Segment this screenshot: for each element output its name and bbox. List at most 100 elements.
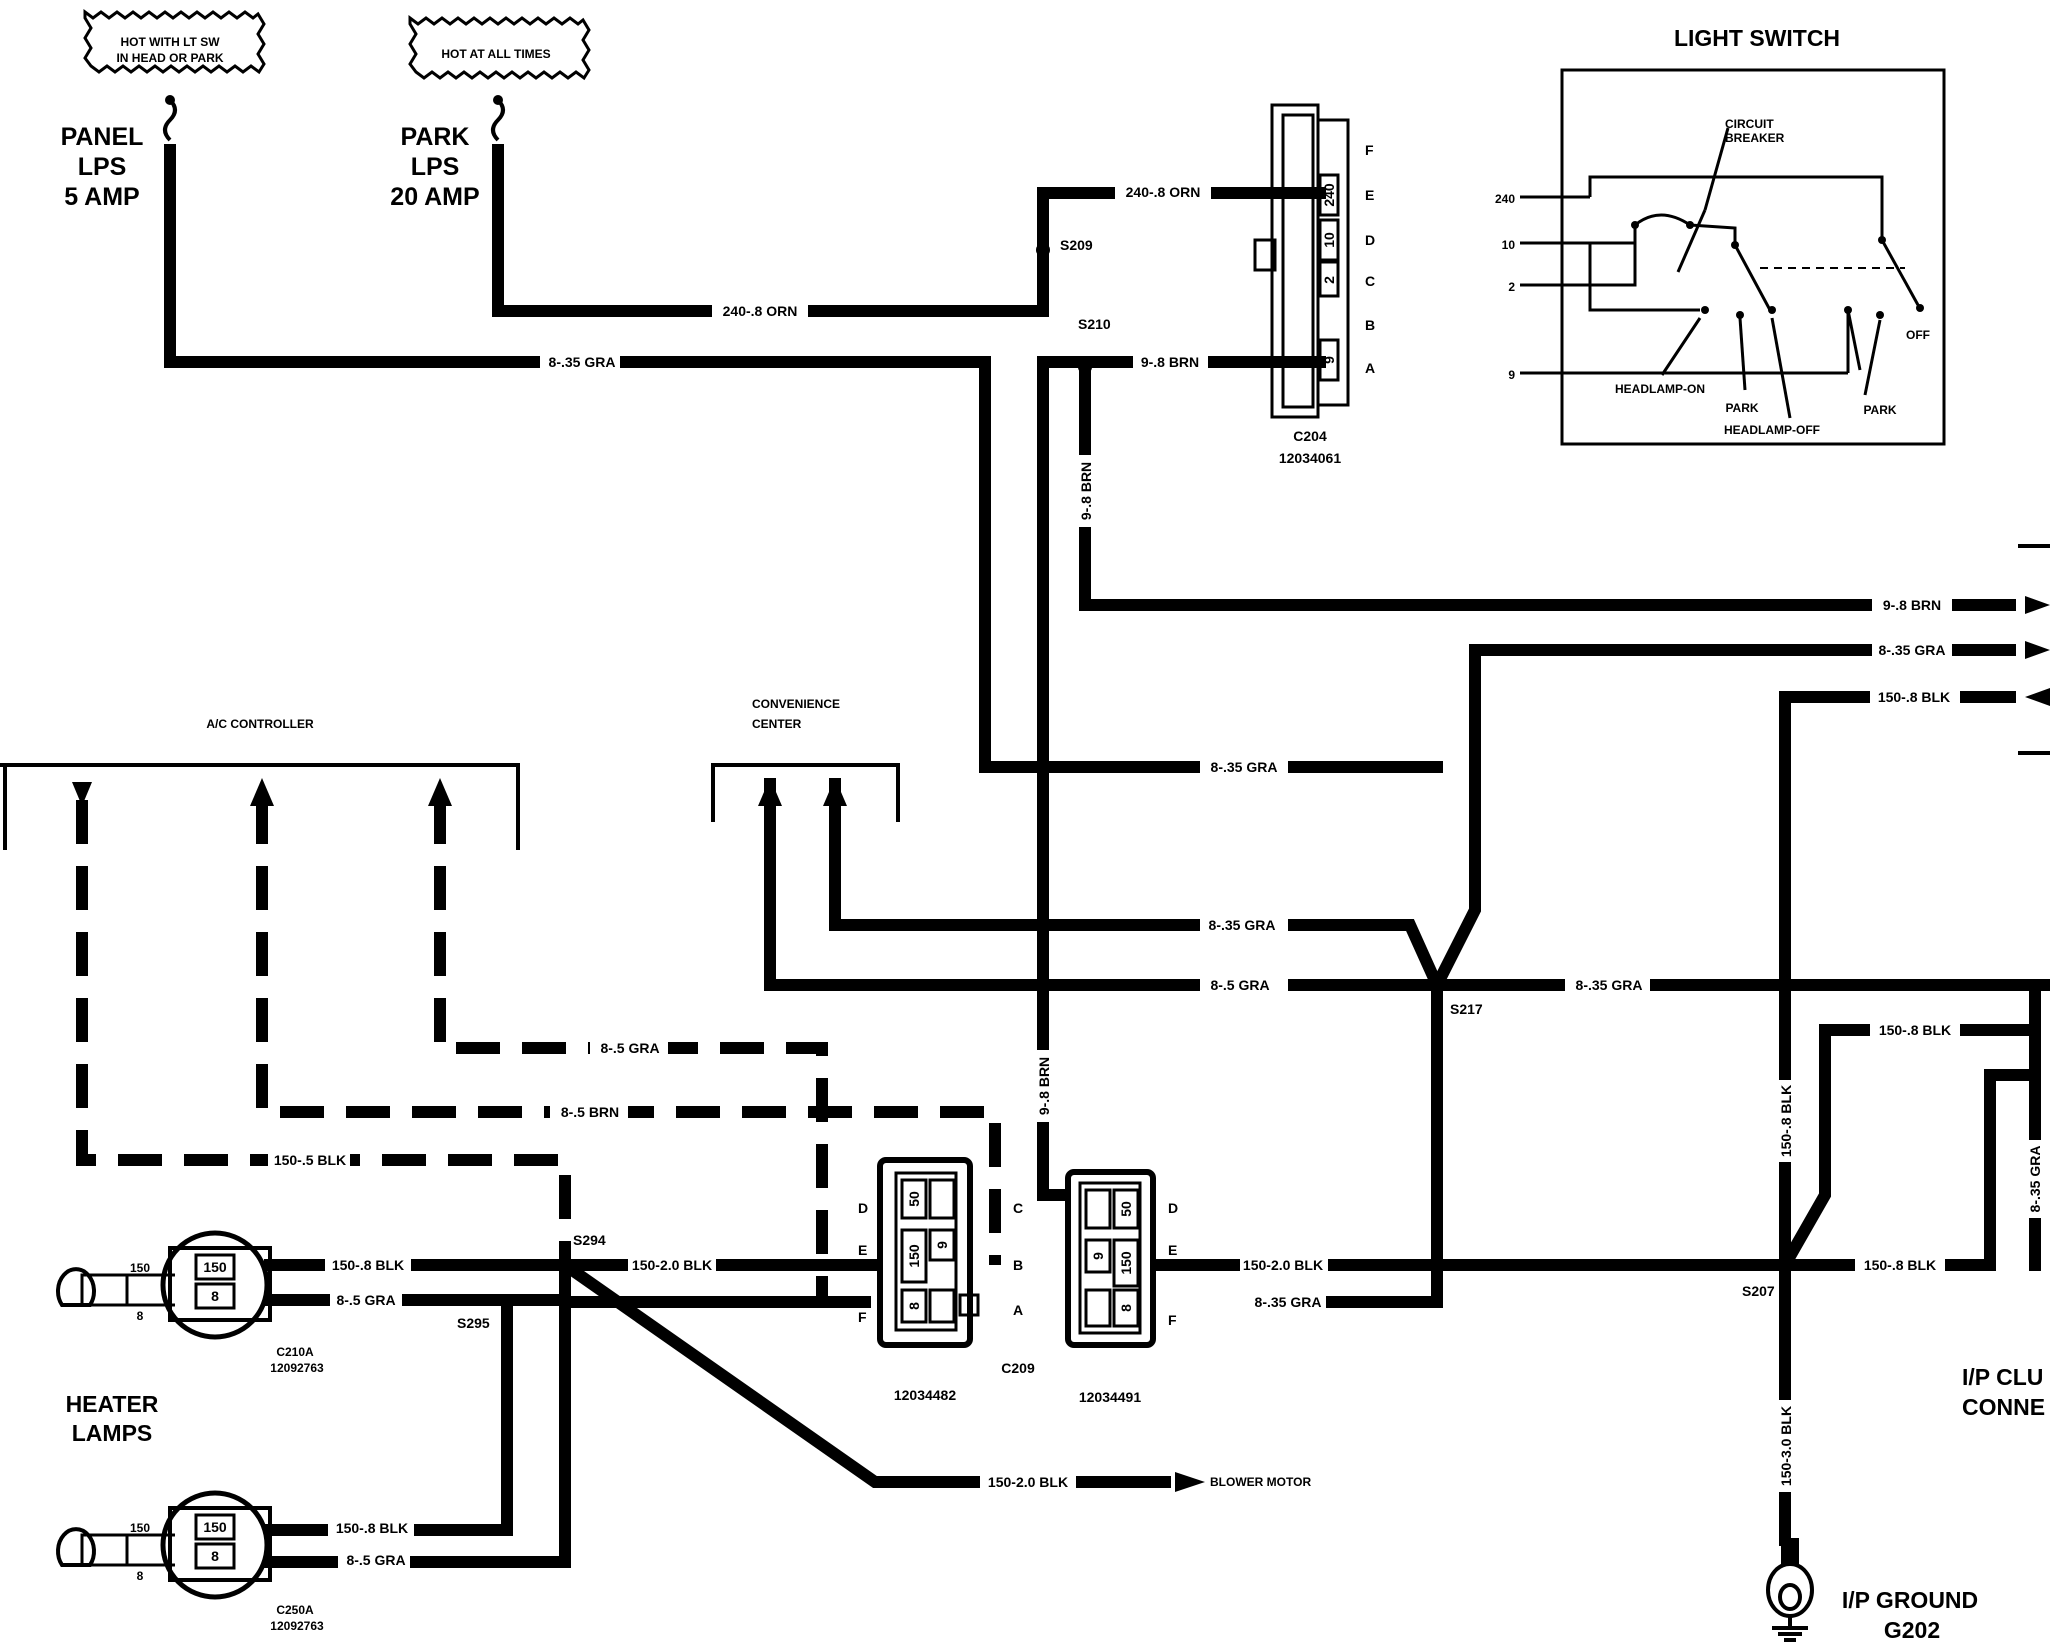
label-blk-vert: 150-.8 BLK xyxy=(1778,1085,1794,1157)
c209l-cavity-50: 50 xyxy=(906,1191,922,1207)
wire-labels: 240-.8 ORN 240-.8 ORN 8-.35 GRA 9-.8 BRN… xyxy=(268,182,2046,1570)
c204-pin-e: E xyxy=(1365,187,1374,203)
label-brn-c209: 9-.8 BRN xyxy=(1036,1057,1052,1115)
label-blk-ground: 150-3.0 BLK xyxy=(1778,1406,1794,1486)
fuse-park-label-1: PARK xyxy=(401,123,470,151)
ip-cluster-label-2: CONNE xyxy=(1962,1394,2045,1420)
ip-cluster-label-1: I/P CLU xyxy=(1962,1364,2043,1390)
c210a-pin-150: 150 xyxy=(130,1261,150,1275)
c210a-cavity-150: 150 xyxy=(203,1259,227,1275)
c204-pin-b: B xyxy=(1365,317,1375,333)
c204-pin-d: D xyxy=(1365,232,1375,248)
label-orn-top: 240-.8 ORN xyxy=(1126,184,1201,200)
arrows xyxy=(72,544,2050,1492)
c209r-pin-d: D xyxy=(1168,1200,1178,1216)
ac-dashed-wires xyxy=(76,800,1001,1302)
c250a-cavity-8: 8 xyxy=(211,1548,219,1564)
banner-park-text: HOT AT ALL TIMES xyxy=(441,47,550,61)
label-gra-heater2: 8-.5 GRA xyxy=(346,1552,405,1568)
splice-s209: S209 xyxy=(1060,237,1093,253)
label-orn-park: 240-.8 ORN xyxy=(723,303,798,319)
label-blk-blower: 150-2.0 BLK xyxy=(988,1474,1068,1490)
ls-park-1: PARK xyxy=(1725,401,1758,415)
c209r-pin-f: F xyxy=(1168,1312,1177,1328)
c210a-part: 12092763 xyxy=(270,1361,324,1375)
label-gra-s217-right: 8-.35 GRA xyxy=(1576,977,1643,993)
ip-ground-label-1: I/P GROUND xyxy=(1842,1587,1978,1613)
c209l-part: 12034482 xyxy=(894,1387,957,1403)
c209-pin-b: B xyxy=(1013,1257,1023,1273)
c250a-name: C250A xyxy=(276,1603,314,1617)
ip-ground-label-2: G202 xyxy=(1884,1617,1940,1643)
c209l-pin-d: D xyxy=(858,1200,868,1216)
convenience-center-label-2: CENTER xyxy=(752,717,802,731)
ls-breaker-1: CIRCUIT xyxy=(1725,117,1774,131)
fuse-panel-label-1: PANEL xyxy=(61,123,144,151)
fuse-panel-label-3: 5 AMP xyxy=(64,183,139,211)
ls-off: OFF xyxy=(1906,328,1930,342)
fuse-park-label-2: LPS xyxy=(411,153,460,181)
c209l-cavity-9: 9 xyxy=(934,1241,950,1249)
label-gra-top: 8-.35 GRA xyxy=(549,354,616,370)
c204-part: 12034061 xyxy=(1279,450,1342,466)
connector-c204: 240 10 2 9 F E D C B A C204 12034061 xyxy=(1253,103,1375,466)
heater-lamps-label-2: LAMPS xyxy=(72,1420,153,1446)
connector-c210a: 150 8 150 8 C210A 12092763 xyxy=(56,1230,324,1375)
label-gra-c209-right: 8-.35 GRA xyxy=(1255,1294,1322,1310)
label-gra-mid3: 8-.5 GRA xyxy=(1210,977,1269,993)
c210a-cavity-8: 8 xyxy=(211,1288,219,1304)
light-switch: LIGHT SWITCH 240 10 2 9 CIRCUIT xyxy=(1495,25,1946,446)
splice-s210: S210 xyxy=(1078,316,1111,332)
c209r-cavity-9: 9 xyxy=(1090,1252,1106,1260)
ac-controller-label: A/C CONTROLLER xyxy=(206,717,314,731)
banner-park-hot: HOT AT ALL TIMES xyxy=(408,15,591,81)
c250a-pin-8: 8 xyxy=(137,1569,144,1583)
connector-c209-right: 50 150 9 8 D E F 12034491 xyxy=(1065,1169,1178,1405)
banner-panel-line1: HOT WITH LT SW xyxy=(120,35,220,49)
banner-panel-hot: HOT WITH LT SW IN HEAD OR PARK xyxy=(83,9,266,75)
label-gra-ac: 8-.5 GRA xyxy=(600,1040,659,1056)
label-gra-right: 8-.35 GRA xyxy=(1879,642,1946,658)
connector-c250a: 150 8 150 8 C250A 12092763 xyxy=(56,1490,324,1633)
banner-panel-line2: IN HEAD OR PARK xyxy=(116,51,223,65)
ls-term-240: 240 xyxy=(1495,192,1515,206)
c210a-name: C210A xyxy=(276,1345,314,1359)
heater-lamps-label-1: HEATER xyxy=(66,1391,159,1417)
ls-term-9: 9 xyxy=(1508,368,1515,382)
wires xyxy=(164,144,2050,1568)
c209-name: C209 xyxy=(1001,1360,1035,1376)
ls-term-2: 2 xyxy=(1508,280,1515,294)
fuse-park-label-3: 20 AMP xyxy=(390,183,479,211)
c209l-pin-e: E xyxy=(858,1242,867,1258)
label-blk-right: 150-.8 BLK xyxy=(1878,689,1950,705)
convenience-center-label-1: CONVENIENCE xyxy=(752,697,840,711)
splice-s207: S207 xyxy=(1742,1283,1775,1299)
c204-name: C204 xyxy=(1293,428,1327,444)
c209-pin-c: C xyxy=(1013,1200,1023,1216)
module-brackets xyxy=(0,763,900,850)
splice-dots xyxy=(500,243,1793,1309)
label-blk-heater1: 150-.8 BLK xyxy=(332,1257,404,1273)
c204-pin-c: C xyxy=(1365,273,1375,289)
c204-cavity-10: 10 xyxy=(1321,232,1337,248)
blower-motor-label: BLOWER MOTOR xyxy=(1210,1475,1311,1489)
label-blk-s294: 150-2.0 BLK xyxy=(632,1257,712,1273)
c250a-pin-150: 150 xyxy=(130,1521,150,1535)
label-brn-top: 9-.8 BRN xyxy=(1141,354,1199,370)
label-brn-ac: 8-.5 BRN xyxy=(561,1104,619,1120)
c204-cavity-2: 2 xyxy=(1321,276,1337,284)
c209l-pin-f: F xyxy=(858,1309,867,1325)
c204-pin-a: A xyxy=(1365,360,1375,376)
c250a-part: 12092763 xyxy=(270,1619,324,1633)
ls-breaker-2: BREAKER xyxy=(1725,131,1785,145)
c250a-cavity-150: 150 xyxy=(203,1519,227,1535)
ls-headlamp-on: HEADLAMP-ON xyxy=(1615,382,1705,396)
splice-s295: S295 xyxy=(457,1315,490,1331)
splice-s217: S217 xyxy=(1450,1001,1483,1017)
splice-s294: S294 xyxy=(573,1232,606,1248)
label-blk-ac: 150-.5 BLK xyxy=(274,1152,346,1168)
c209r-pin-e: E xyxy=(1168,1242,1177,1258)
c209l-cavity-8: 8 xyxy=(906,1302,922,1310)
connector-c209-left: 50 150 9 8 D E F 12034482 xyxy=(858,1157,980,1403)
